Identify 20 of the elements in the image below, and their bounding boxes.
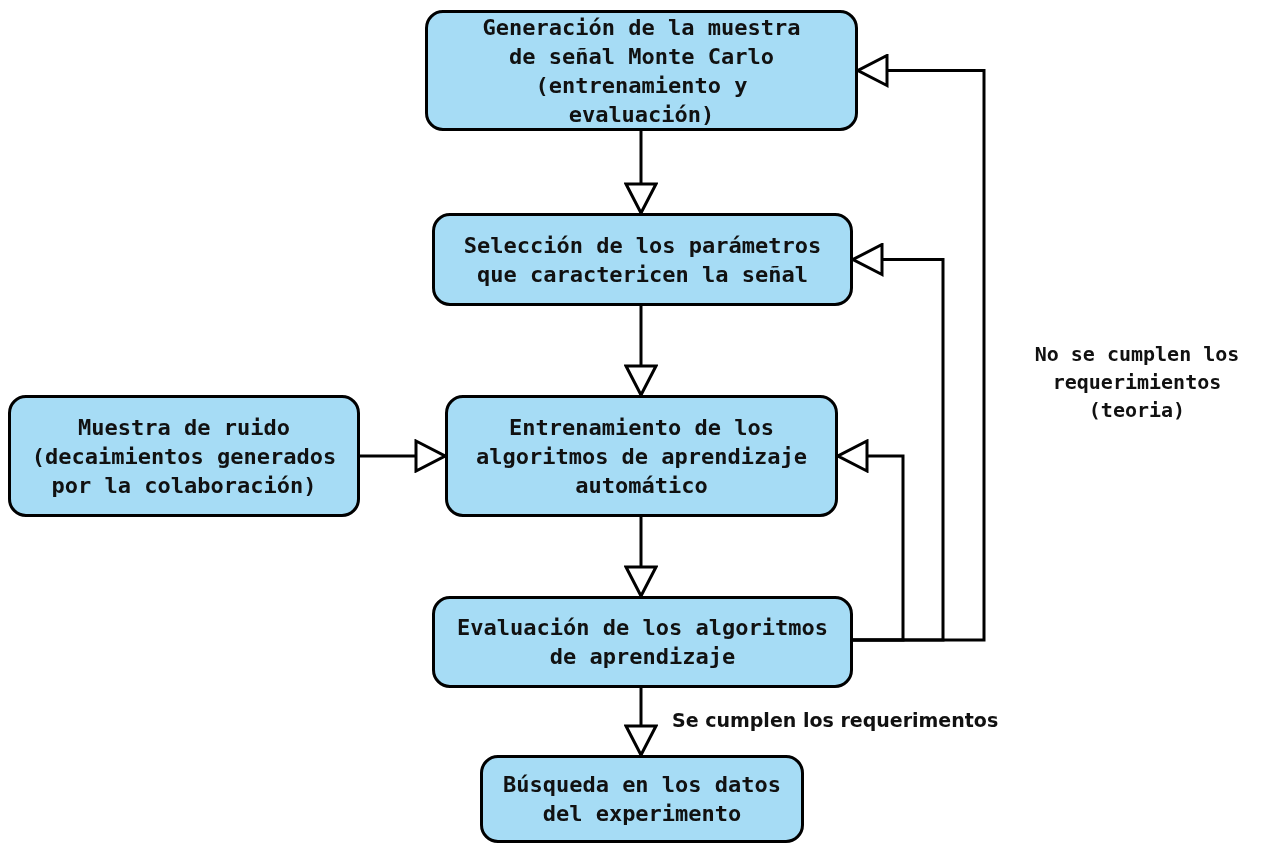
arrow [360,439,447,473]
box-text: Selección de los parámetros que caractericen la señal [462,231,823,289]
process-box [8,395,360,517]
box-text: Generación de la muestra de señal Monte Carlo (entrenamiento y evaluación) [481,13,802,129]
process-box [480,755,804,843]
box-text: Búsqueda en los datos del experimento [501,771,783,828]
arrow [624,517,658,598]
box-text: Entrenamiento de los algoritmos de aprendizaje automático [474,413,809,500]
process-box [432,213,853,306]
box-text: Muestra de ruido (decaimientos generados por la colaboración) [30,413,338,500]
box-text: Evaluación de los algoritmos de aprendizaje [456,614,829,671]
arrow [836,439,905,642]
process-box [445,395,838,517]
process-box [425,10,858,131]
process-box [432,596,853,688]
arrow [624,306,658,397]
arrow [851,243,945,642]
arrow [624,131,658,215]
arrow [853,54,986,642]
arrow [624,688,658,757]
